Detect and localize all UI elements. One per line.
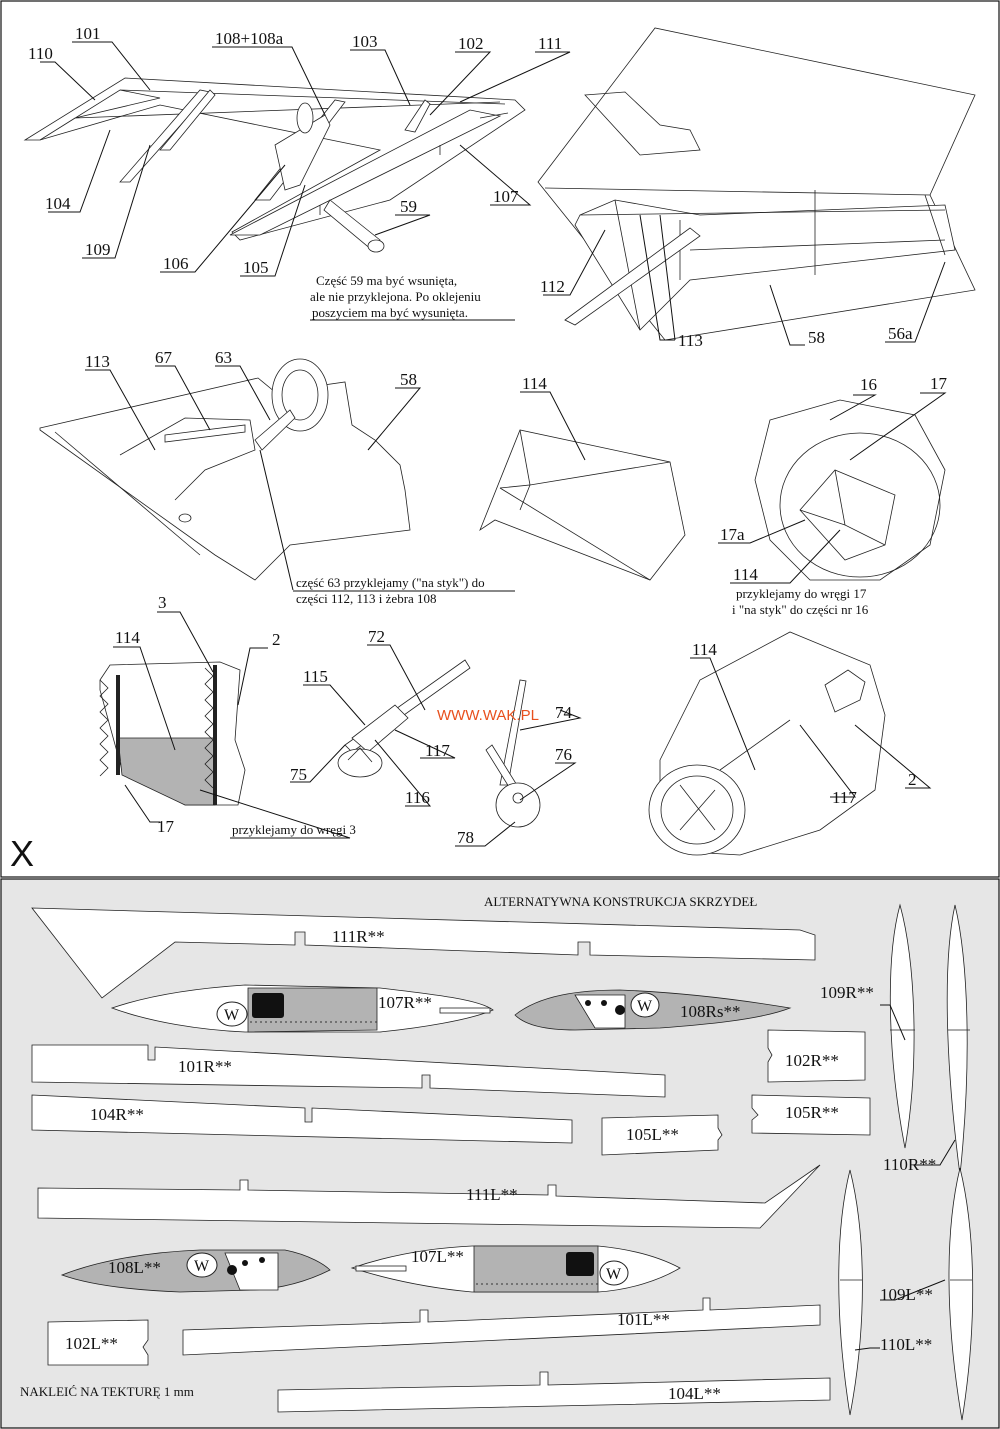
note-114-line2: i "na styk" do części nr 16	[732, 602, 869, 617]
part-102R	[767, 1029, 866, 1083]
note-frame-3: przyklejamy do wręgi 3	[232, 822, 356, 837]
alt-construction-title: ALTERNATYWNA KONSTRUKCJA SKRZYDEŁ	[484, 894, 757, 909]
wing-frame-diagram	[23, 77, 526, 253]
marker-W-107R: W	[224, 1007, 240, 1024]
label-110L: 110L**	[880, 1335, 932, 1354]
note-59-line2: ale nie przyklejona. Po oklejeniu	[310, 289, 481, 304]
label-72: 72	[368, 627, 385, 646]
cannon-diagram	[337, 659, 471, 778]
label-112: 112	[540, 277, 565, 296]
label-107R: 107R**	[378, 993, 432, 1012]
label-58: 58	[808, 328, 825, 347]
note-114-line1: przyklejamy do wręgi 17	[736, 586, 867, 601]
label-109L: 109L**	[880, 1285, 933, 1304]
engine-nacelle-diagram	[648, 631, 886, 856]
note-59-line1: Część 59 ma być wsunięta,	[316, 273, 457, 288]
label-111L: 111L**	[466, 1185, 518, 1204]
part-105L	[601, 1114, 723, 1156]
label-102L: 102L**	[65, 1334, 118, 1353]
label-74: 74	[555, 703, 573, 722]
label-117-b: 117	[832, 788, 857, 807]
note-63-line1: część 63 przyklejamy ("na styk") do	[296, 575, 485, 590]
frame-3-diagram	[99, 661, 246, 806]
label-58-b: 58	[400, 370, 417, 389]
part-102L	[47, 1319, 149, 1366]
part-101R	[31, 1044, 666, 1098]
label-103: 103	[352, 32, 378, 51]
label-104L: 104L**	[668, 1384, 721, 1403]
fuselage-mount-diagram	[39, 358, 411, 581]
label-2: 2	[272, 630, 281, 649]
part-114-box	[479, 429, 686, 581]
label-101: 101	[75, 24, 101, 43]
part-101L	[182, 1297, 821, 1356]
footer-instruction: NAKLEIĆ NA TEKTURĘ 1 mm	[20, 1384, 194, 1399]
part-109L	[948, 1167, 974, 1421]
label-67: 67	[155, 348, 173, 367]
part-111L	[37, 1164, 821, 1229]
label-111R: 111R**	[332, 927, 385, 946]
label-105: 105	[243, 258, 269, 277]
label-3: 3	[158, 593, 167, 612]
label-102: 102	[458, 34, 484, 53]
note-59-line3: poszyciem ma być wysunięta.	[312, 305, 468, 320]
label-101L: 101L**	[617, 1310, 670, 1329]
label-114-d: 114	[692, 640, 717, 659]
label-117: 117	[425, 741, 450, 760]
note-63-line2: części 112, 113 i żebra 108	[296, 591, 437, 606]
marker-W-108Rs: W	[637, 998, 653, 1015]
sheet-letter: X	[10, 833, 34, 874]
label-109R: 109R**	[820, 983, 874, 1002]
label-105R: 105R**	[785, 1103, 839, 1122]
label-105L: 105L**	[626, 1125, 679, 1144]
label-106: 106	[163, 254, 189, 273]
label-16: 16	[860, 375, 877, 394]
intake-ring-diagram	[754, 399, 946, 581]
label-102R: 102R**	[785, 1051, 839, 1070]
part-104R	[31, 1094, 573, 1144]
label-75: 75	[290, 765, 307, 784]
watermark: WWW.WAK.PL	[437, 707, 539, 724]
label-108Rs: 108Rs**	[680, 1002, 740, 1021]
label-2-b: 2	[908, 770, 917, 789]
label-107L: 107L**	[411, 1247, 464, 1266]
part-111R	[31, 907, 816, 999]
part-110L	[838, 1169, 863, 1416]
label-114-b: 114	[733, 565, 758, 584]
label-114-c: 114	[115, 628, 140, 647]
part-104L	[277, 1371, 831, 1413]
part-109R	[889, 903, 915, 1149]
label-56a: 56a	[888, 324, 913, 343]
label-115: 115	[303, 667, 328, 686]
marker-W-107L: W	[606, 1266, 622, 1283]
label-110R: 110R**	[883, 1155, 936, 1174]
label-101R: 101R**	[178, 1057, 232, 1076]
part-105R	[751, 1094, 871, 1136]
label-104R: 104R**	[90, 1105, 144, 1124]
label-17-b: 17	[157, 817, 175, 836]
marker-W-108L: W	[194, 1258, 210, 1275]
label-78: 78	[457, 828, 474, 847]
label-109: 109	[85, 240, 111, 259]
label-113: 113	[678, 331, 703, 350]
label-114: 114	[522, 374, 547, 393]
label-107: 107	[493, 187, 519, 206]
label-111: 111	[538, 34, 562, 53]
label-108: 108+108a	[215, 29, 284, 48]
label-17: 17	[930, 374, 948, 393]
label-110: 110	[28, 44, 53, 63]
label-113-b: 113	[85, 352, 110, 371]
label-59: 59	[400, 197, 417, 216]
label-116: 116	[405, 788, 430, 807]
label-108L: 108L**	[108, 1258, 161, 1277]
label-76: 76	[555, 745, 572, 764]
label-63: 63	[215, 348, 232, 367]
label-104: 104	[45, 194, 71, 213]
label-17a: 17a	[720, 525, 745, 544]
